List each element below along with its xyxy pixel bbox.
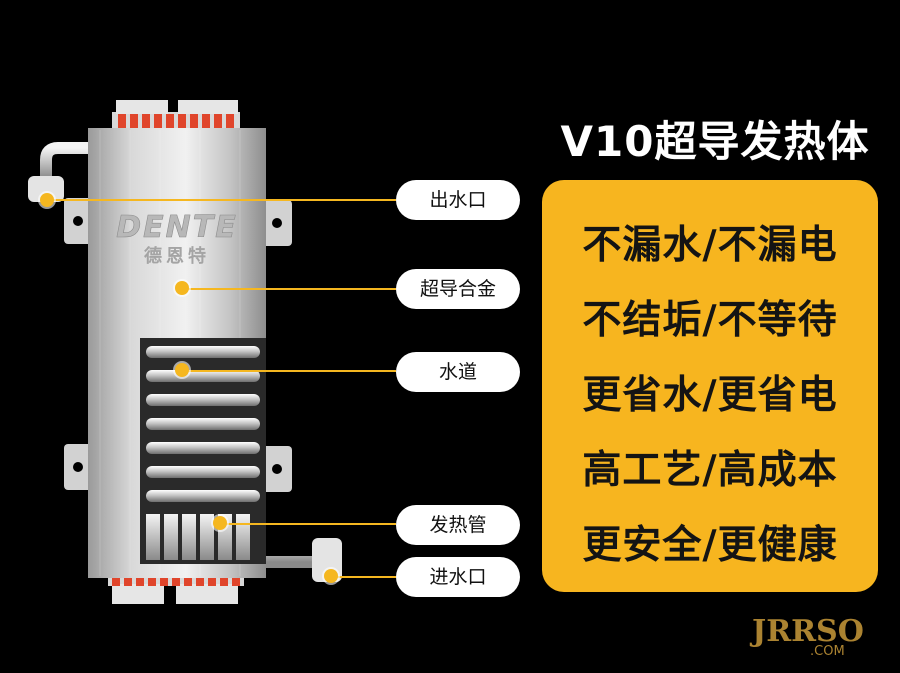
callout-line-inlet <box>330 576 396 578</box>
watermark-logo: JRRSO <box>752 614 864 649</box>
callout-line-alloy <box>182 288 396 290</box>
callout-label-outlet: 出水口 <box>396 180 520 220</box>
callout-line-channel <box>182 370 396 372</box>
callout-dot-alloy <box>175 281 189 295</box>
brand-logo: DENTE <box>116 210 237 245</box>
callout-dot-channel <box>175 363 189 377</box>
headline: V10超导发热体 <box>560 117 870 166</box>
watermark: JRRSO .COM <box>748 614 888 664</box>
heating-tubes <box>146 514 250 560</box>
callout-line-outlet <box>46 199 396 201</box>
callout-line-tube <box>220 523 396 525</box>
watermark-domain: .COM <box>810 644 845 659</box>
callout-label-alloy: 超导合金 <box>396 269 520 309</box>
callout-label-tube: 发热管 <box>396 505 520 545</box>
brand-logo-subtext: 德恩特 <box>144 245 210 267</box>
outlet-pipe <box>28 142 92 202</box>
feature-item: 高工艺/高成本 <box>582 448 838 493</box>
feature-item: 不漏水/不漏电 <box>582 223 838 268</box>
feature-item: 更省水/更省电 <box>582 373 838 418</box>
callout-label-channel: 水道 <box>396 352 520 392</box>
callout-dot-tube <box>213 516 227 530</box>
channel-coils <box>146 346 260 502</box>
feature-panel: 不漏水/不漏电 不结垢/不等待 更省水/更省电 高工艺/高成本 更安全/更健康 <box>542 180 878 592</box>
feature-item: 更安全/更健康 <box>582 523 838 568</box>
callout-dot-inlet <box>324 569 338 583</box>
mounting-ears <box>64 198 292 492</box>
feature-item: 不结垢/不等待 <box>582 298 838 343</box>
callout-dot-outlet <box>40 193 54 207</box>
callout-label-inlet: 进水口 <box>396 557 520 597</box>
